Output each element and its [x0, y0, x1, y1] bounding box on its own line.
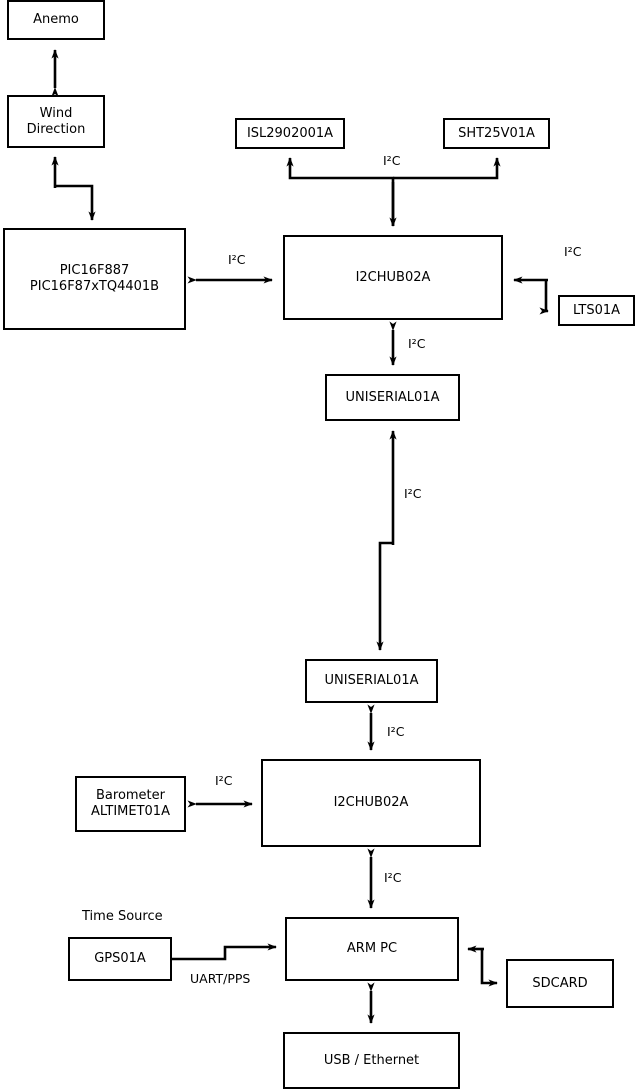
node-isl2902001a-label: ISL2902001A: [246, 125, 334, 141]
node-uniserial01a-upper[interactable]: UNISERIAL01A: [325, 374, 460, 421]
node-gps01a-label: GPS01A: [94, 951, 146, 967]
node-uniserial01a-lower-label: UNISERIAL01A: [324, 673, 419, 689]
node-uniserial01a-upper-label: UNISERIAL01A: [345, 389, 440, 405]
label-time-source: Time Source: [82, 909, 163, 924]
edge-label-i2c-uniserial-link: I²C: [404, 486, 422, 501]
node-pic-mcu[interactable]: PIC16F887 PIC16F87xTQ4401B: [3, 228, 186, 330]
node-i2chub02a-bottom[interactable]: I2CHUB02A: [261, 759, 481, 847]
node-sdcard[interactable]: SDCARD: [506, 959, 614, 1008]
connector-hub-bus-right: [393, 157, 501, 180]
node-i2chub02a-top[interactable]: I2CHUB02A: [283, 235, 503, 320]
node-anemo[interactable]: Anemo: [7, 0, 105, 40]
edge-label-i2c-barometer: I²C: [215, 773, 233, 788]
node-usb-ethernet[interactable]: USB / Ethernet: [283, 1032, 460, 1089]
node-lts01a[interactable]: LTS01A: [558, 295, 635, 326]
connector-armpc-sdcard-out: [480, 949, 498, 987]
connector-gps-armpc: [172, 943, 277, 961]
node-sht25v01a-label: SHT25V01A: [458, 125, 535, 141]
node-sht25v01a[interactable]: SHT25V01A: [443, 118, 550, 149]
node-wind-direction[interactable]: Wind Direction: [7, 95, 105, 148]
edge-label-i2c-hub-uniserial: I²C: [408, 336, 426, 351]
node-arm-pc-label: ARM PC: [346, 941, 398, 957]
node-gps01a[interactable]: GPS01A: [68, 937, 172, 981]
edge-label-i2c-sensor-bus: I²C: [383, 153, 401, 168]
node-pic-mcu-label: PIC16F887 PIC16F87xTQ4401B: [29, 263, 160, 294]
node-sdcard-label: SDCARD: [532, 975, 588, 991]
node-barometer[interactable]: Barometer ALTIMET01A: [75, 776, 186, 832]
node-barometer-label: Barometer ALTIMET01A: [91, 788, 170, 819]
node-i2chub02a-bottom-label: I2CHUB02A: [333, 795, 409, 811]
node-anemo-label: Anemo: [33, 12, 79, 28]
node-lts01a-label: LTS01A: [572, 302, 621, 318]
node-isl2902001a[interactable]: ISL2902001A: [235, 118, 345, 149]
edge-label-i2c-lts: I²C: [564, 244, 582, 259]
node-uniserial01a-lower[interactable]: UNISERIAL01A: [305, 659, 438, 703]
node-i2chub02a-top-label: I2CHUB02A: [355, 269, 431, 285]
node-arm-pc[interactable]: ARM PC: [285, 917, 459, 981]
connector-uniserial-down: [376, 541, 393, 651]
connector-hub-bus: [286, 157, 395, 226]
connector-wind-pic-elbow: [55, 184, 96, 221]
connector-hub-lts-out: [539, 280, 549, 315]
edge-label-uart-pps: UART/PPS: [190, 971, 251, 986]
edge-label-i2c-hub2-armpc: I²C: [384, 870, 402, 885]
edge-label-i2c-uniserial-hub2: I²C: [387, 724, 405, 739]
edge-label-i2c-pic-hub: I²C: [228, 252, 246, 267]
node-usb-ethernet-label: USB / Ethernet: [323, 1052, 420, 1068]
node-wind-direction-label: Wind Direction: [26, 105, 86, 137]
